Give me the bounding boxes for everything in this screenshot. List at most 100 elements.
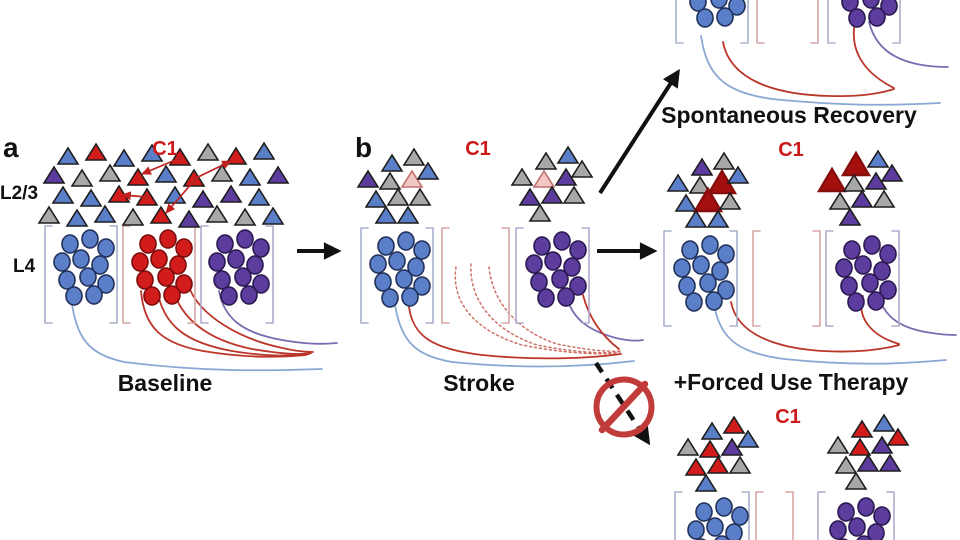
neuron-circle-purple (551, 269, 569, 289)
baseline-axon-red-3 (171, 286, 312, 355)
neuron-circle-purple (829, 520, 847, 540)
forced-l4-purple-cluster (835, 235, 897, 312)
bracket (812, 230, 821, 327)
neuron-circle-blue (714, 535, 730, 540)
baseline-l4-blue-cluster (53, 229, 115, 306)
panel-a-label: a (3, 132, 19, 163)
neuron-circle-blue (413, 276, 431, 296)
forced-l23-left-cluster (666, 151, 750, 228)
neuron-circle-blue (374, 272, 392, 292)
neuron-circle-blue (731, 506, 749, 526)
neuron-circle-red (143, 286, 161, 306)
neuron-triangle-gray (196, 142, 220, 161)
neuron-triangle-blue (694, 473, 718, 492)
c1-label-stroke: C1 (465, 138, 491, 160)
neuron-triangle-blue (247, 187, 271, 206)
neuron-triangle-gray (712, 151, 736, 170)
neuron-circle-blue (715, 497, 733, 517)
neuron-circle-purple (873, 506, 891, 526)
neuron-circle-blue (407, 257, 425, 277)
neuron-triangle-blue (380, 153, 404, 172)
neuron-circle-purple (208, 252, 226, 272)
neuron-triangle-red (706, 455, 730, 474)
bracket (755, 491, 764, 540)
bracket (827, 0, 836, 44)
neuron-triangle-blue (872, 413, 896, 432)
bracket (810, 0, 819, 44)
neuron-circle-purple (837, 502, 855, 522)
neuron-triangle-blue (700, 421, 724, 440)
neuron-circle-blue (706, 517, 724, 537)
neuron-circle-purple (856, 535, 872, 540)
neuron-triangle-red (84, 142, 108, 161)
neuron-triangle-blue (51, 185, 75, 204)
spont-l4-purple-cluster (841, 0, 898, 28)
neuron-triangle-gray (688, 175, 712, 194)
neuron-circle-purple (841, 0, 859, 12)
neuron-circle-blue (91, 255, 109, 275)
c1-label-blocked: C1 (775, 406, 801, 428)
neuron-triangle-purple (856, 453, 880, 472)
neuron-circle-red (139, 234, 157, 254)
neuron-circle-blue (711, 261, 729, 281)
neuron-triangle-blue (65, 208, 89, 227)
neuron-triangle-red (886, 427, 910, 446)
neuron-circle-blue (381, 288, 399, 308)
neuron-triangle-blue (726, 165, 750, 184)
neuron-triangle-gray (718, 191, 742, 210)
neuron-triangle-blue (416, 161, 440, 180)
neuron-circle-purple (848, 8, 866, 28)
neuron-triangle-purple (177, 209, 201, 228)
neuron-circle-purple (847, 292, 865, 312)
neuron-triangle-blue (556, 145, 580, 164)
neuron-circle-purple (880, 0, 898, 16)
neuron-triangle-purple (864, 171, 888, 190)
stroke-l4-blue-cluster (369, 231, 431, 308)
c1-connection-arrow (140, 155, 183, 175)
bracket (886, 491, 895, 540)
neuron-circle-purple (240, 285, 258, 305)
neuron-triangle-gray (844, 471, 868, 490)
baseline-stage-label: Baseline (117, 370, 213, 396)
neuron-circle-purple (530, 272, 548, 292)
neuron-circle-purple (525, 254, 543, 274)
neuron-triangle-blue (112, 148, 136, 167)
spont-axon-red-hook (852, 17, 895, 89)
neuron-triangle-gray (37, 205, 61, 224)
neuron-circle-red (131, 252, 149, 272)
neuron-triangle-gray (70, 168, 94, 187)
forced-axon-purple (878, 296, 957, 336)
neuron-circle-purple (246, 255, 264, 275)
neuron-circle-blue (413, 240, 431, 260)
panel-b-label: b (355, 132, 373, 163)
neuron-circle-blue (687, 520, 705, 540)
forced-axon-blue (712, 298, 947, 365)
neuron-triangle-red (126, 167, 150, 186)
neuron-triangle-blue (238, 167, 262, 186)
neuron-circle-red (136, 270, 154, 290)
neuron-triangle-red (722, 415, 746, 434)
c1-connection-arrow (165, 179, 196, 214)
neuron-circle-blue (65, 286, 83, 306)
neuron-circle-purple (252, 274, 270, 294)
neuron-triangle-gray (408, 187, 432, 206)
neuron-triangle-dark_red (840, 150, 872, 177)
neuron-triangle-gray (676, 437, 700, 456)
neuron-circle-blue (678, 276, 696, 296)
neuron-circle-blue (710, 0, 728, 9)
bracket (674, 491, 683, 540)
bracket (581, 227, 590, 324)
neuron-circle-purple (563, 257, 581, 277)
stroke-degenerated-axon-2 (470, 263, 621, 354)
stroke-degenerated-axon-1 (454, 266, 619, 355)
neuron-circle-purple (879, 244, 897, 264)
neuron-circle-purple (220, 286, 238, 306)
neuron-triangle-red (698, 439, 722, 458)
bracket (817, 491, 826, 540)
neuron-triangle-red (848, 437, 872, 456)
neuron-triangle-blue (261, 206, 285, 225)
neuron-circle-purple (252, 238, 270, 258)
bracket (785, 491, 794, 540)
neuron-triangle-blue (674, 193, 698, 212)
